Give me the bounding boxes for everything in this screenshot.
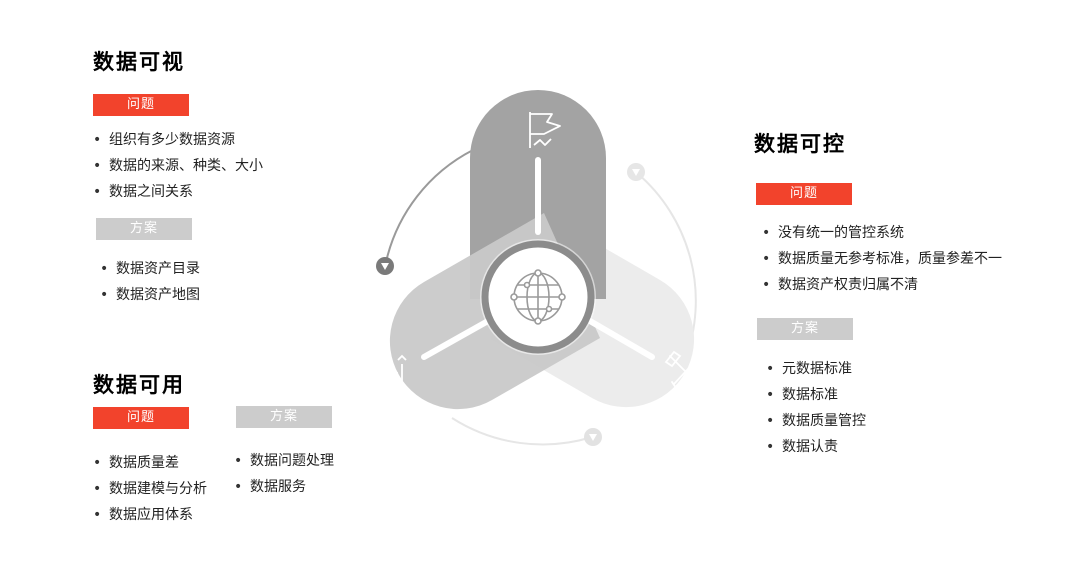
connector-right — [587, 318, 655, 360]
section-title-visible: 数据可视 — [93, 50, 185, 74]
list-item: 元数据标准 — [766, 356, 866, 382]
orbit-arrow-bottom-icon — [584, 428, 602, 446]
list-item: 数据资产地图 — [100, 282, 200, 308]
tools-icon — [664, 347, 709, 389]
list-item: 数据的来源、种类、大小 — [93, 153, 263, 179]
list-item: 数据应用体系 — [93, 502, 207, 528]
section-title-usable: 数据可用 — [93, 373, 185, 397]
orbit-arc-left — [385, 149, 474, 263]
list-item: 没有统一的管控系统 — [762, 220, 1002, 246]
tri-petal-diagram — [373, 90, 709, 446]
list-item: 数据之间关系 — [93, 179, 263, 205]
list-item: 数据建模与分析 — [93, 476, 207, 502]
solution-list-visible: 数据资产目录 数据资产地图 — [100, 256, 200, 308]
list-item: 数据资产权责归属不清 — [762, 272, 1002, 298]
list-item: 数据认责 — [766, 434, 866, 460]
problem-list-controllable: 没有统一的管控系统 数据质量无参考标准，质量参差不一 数据资产权责归属不清 — [762, 220, 1002, 298]
solution-list-usable: 数据问题处理 数据服务 — [234, 448, 334, 500]
problem-list-usable: 数据质量差 数据建模与分析 数据应用体系 — [93, 450, 207, 528]
orbit-arrow-right-icon — [627, 163, 645, 181]
list-item: 数据质量管控 — [766, 408, 866, 434]
problem-tag-usable: 问题 — [93, 407, 189, 429]
problem-tag-visible: 问题 — [93, 94, 189, 116]
list-item: 数据质量无参考标准，质量参差不一 — [762, 246, 1002, 272]
globe-network-icon — [510, 269, 566, 325]
list-item: 数据问题处理 — [234, 448, 334, 474]
connector-left — [421, 318, 491, 360]
solution-tag-visible: 方案 — [96, 218, 192, 240]
problem-list-visible: 组织有多少数据资源 数据的来源、种类、大小 数据之间关系 — [93, 127, 263, 205]
problem-tag-controllable: 问题 — [756, 183, 852, 205]
solution-tag-usable: 方案 — [236, 406, 332, 428]
solution-list-controllable: 元数据标准 数据标准 数据质量管控 数据认责 — [766, 356, 866, 460]
list-item: 数据资产目录 — [100, 256, 200, 282]
orbit-arc-bottom — [451, 417, 593, 446]
solution-tag-controllable: 方案 — [757, 318, 853, 340]
list-item: 数据服务 — [234, 474, 334, 500]
list-item: 数据质量差 — [93, 450, 207, 476]
orbit-arrow-left-icon — [376, 257, 394, 275]
section-title-controllable: 数据可控 — [754, 132, 846, 156]
list-item: 数据标准 — [766, 382, 866, 408]
flag-icon — [529, 112, 561, 148]
list-item: 组织有多少数据资源 — [93, 127, 263, 153]
chart-growth-icon — [373, 354, 407, 387]
